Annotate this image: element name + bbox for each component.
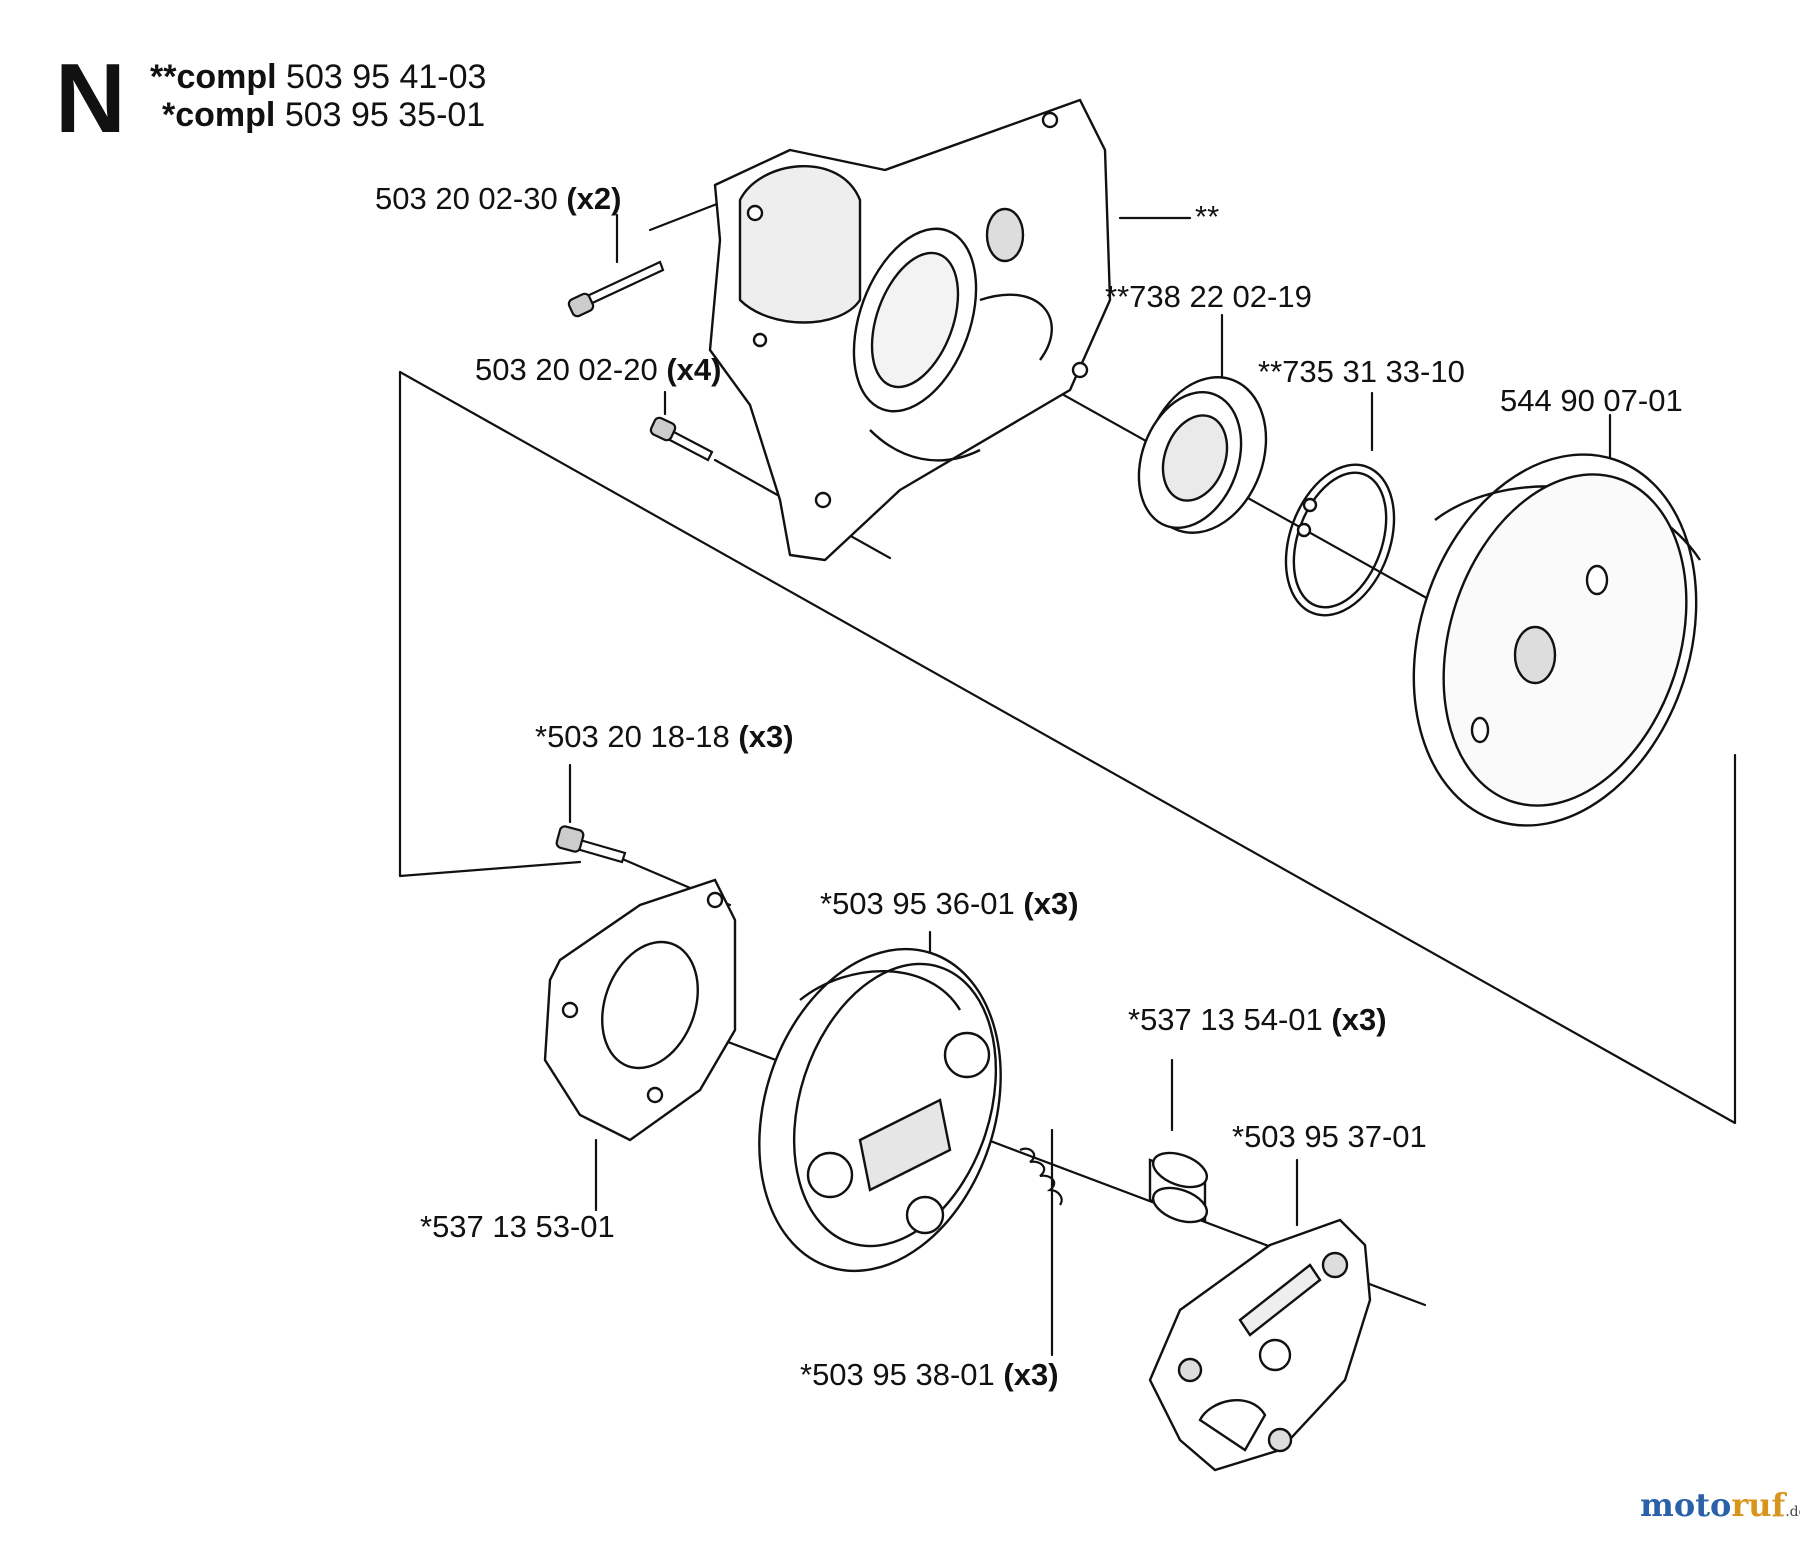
clutch-bolt [555,825,627,864]
label-bushing: *537 13 54-01 (x3) [1128,1003,1387,1037]
label-washer: *537 13 53-01 [420,1209,615,1244]
spring [1019,1147,1063,1206]
watermark-logo: motoruf.de [1640,1486,1800,1524]
label-bearing: **738 22 02-19 [1105,279,1312,314]
label-hub: *503 95 37-01 [1232,1119,1427,1154]
part-number: *537 13 54-01 [1128,1002,1323,1037]
label-clutch-bolt: *503 20 18-18 (x3) [535,720,794,754]
clutch-shoes [758,947,1002,1273]
section-letter: N [55,43,126,153]
label-spring: *503 95 38-01 (x3) [800,1358,1059,1392]
label-screw-small: 503 20 02-20 (x4) [475,353,721,387]
part-qty: (x4) [666,352,722,387]
assembly-prefix: *compl [162,96,276,134]
assembly-number: 503 95 41-03 [286,58,487,96]
clutch-housing [708,98,1112,562]
part-number: *503 20 18-18 [535,719,730,754]
screw-top [567,260,665,318]
part-number: 503 20 02-30 [375,181,558,216]
watermark-part1: moto [1640,1486,1732,1524]
bearing [1137,376,1268,534]
clutch-drum [1412,453,1701,827]
label-circlip: **735 31 33-10 [1258,354,1465,389]
screw-small [649,416,714,462]
washer-plate [543,878,737,1142]
assembly-prefix: **compl [150,58,277,96]
watermark-part2: ruf [1731,1486,1786,1524]
clutch-hub [1148,1218,1372,1472]
part-number: 503 20 02-20 [475,352,658,387]
label-drum: 544 90 07-01 [1500,383,1683,418]
circlip [1284,463,1396,617]
label-screw-top: 503 20 02-30 (x2) [375,182,621,216]
part-number: *503 95 36-01 [820,886,1015,921]
watermark-part3: .de [1785,1504,1800,1520]
part-qty: (x3) [1023,886,1079,921]
part-qty: (x2) [566,181,622,216]
assembly-label-1: **compl 503 95 41-03 [150,58,486,96]
assembly-number: 503 95 35-01 [284,96,486,134]
part-qty: (x3) [1331,1002,1387,1037]
label-housing: ** [1195,199,1220,234]
label-clutch-shoe: *503 95 36-01 (x3) [820,887,1079,921]
part-qty: (x3) [738,719,794,754]
assembly-label-2: *compl 503 95 35-01 [162,96,485,134]
part-qty: (x3) [1003,1357,1059,1392]
bushing [1148,1151,1209,1224]
part-number: *503 95 38-01 [800,1357,995,1392]
